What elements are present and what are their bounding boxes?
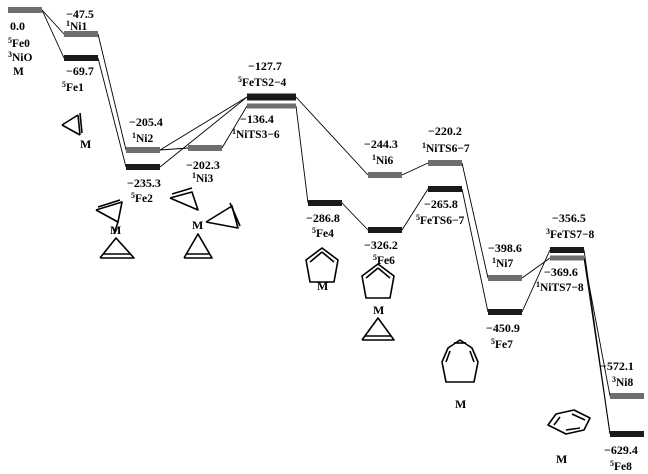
name-Fe1: 5Fe1 [62,80,84,94]
name-Fe6: 5Fe6 [373,253,395,267]
value-FeTS2-4: −127.7 [248,59,282,73]
connector [41,9,65,35]
metallacyclopentadiene-icon: M [305,247,339,293]
value-FeTS6-7: −265.8 [424,197,458,211]
metal-label: M [317,279,328,293]
connector [295,96,369,176]
value-Ni2: −205.4 [129,115,163,129]
metal-label: M [455,397,466,411]
metallacycle-acetylene-icon: M [361,263,395,341]
value-Ni3: −202.3 [186,158,220,172]
name-FeTS7-8: 3FeTS7−8 [546,227,594,241]
value-Fe1: −69.7 [66,64,94,78]
name-Ni7: 1Ni7 [492,256,514,270]
connector [41,9,65,59]
value-NiTS3-6: −136.4 [240,112,274,126]
connector [221,105,248,149]
value-Ni7: −398.6 [488,241,522,255]
molecule-structures: M M M M [61,112,591,466]
level-labels: 0.0 5Fe0 3NiO M −47.5 1Ni1 −69.7 5Fe1 −2… [8,7,638,473]
connector [159,96,248,151]
connector [461,162,489,279]
name-Ni3: 1Ni3 [192,171,214,185]
value-Ni1: −47.5 [66,7,94,21]
name-Ni1: 1Ni1 [66,19,88,33]
connector [97,57,127,168]
connector [401,162,429,176]
metal-label: M [192,218,203,232]
name-Fe4: 5Fe4 [312,226,334,240]
value-Fe8: −629.4 [604,443,638,457]
name-NiTS3-6: 1NiTS3−6 [232,127,280,141]
benzene-icon: M [547,409,591,466]
connector [583,257,611,435]
connector [159,96,248,168]
value-FeTS7-8: −356.5 [552,211,586,225]
acetylene-complex-icon: M [61,112,91,151]
connector [295,105,309,204]
connector [461,188,489,313]
value-Fe2: −235.3 [127,176,161,190]
metallacycloheptatriene-icon: M [441,339,479,411]
tris-acetylene-complex-icon: M [169,187,241,259]
name-NiTS7-8: 1NiTS7−8 [536,280,584,294]
energy-levels [8,7,644,437]
name-NiO: 3NiO [8,50,33,64]
connector [521,249,551,313]
value-Fe0: 0.0 [10,19,25,33]
value-Fe7: −450.9 [486,321,520,335]
name-NiTS6-7: 1NiTS6−7 [422,141,470,155]
value-Fe6: −326.2 [364,238,398,252]
value-NiTS7-8: −369.6 [544,265,578,279]
bis-acetylene-complex-icon: M [95,199,135,259]
name-Fe7: 5Fe7 [491,337,513,351]
metal-tag-Fe0: M [13,66,24,78]
connector [97,33,127,151]
name-FeTS6-7: 5FeTS6−7 [416,213,464,227]
name-Ni2: 1Ni2 [132,131,154,145]
name-Ni8: 3Ni8 [612,375,634,389]
metal-label: M [80,137,91,151]
value-Ni6: −244.3 [364,137,398,151]
value-Fe4: −286.8 [306,211,340,225]
metal-label: M [110,223,121,237]
value-Ni8: −572.1 [600,359,634,373]
name-Ni6: 1Ni6 [372,153,394,167]
name-Fe2: 5Fe2 [131,191,153,205]
name-Fe8: 5Fe8 [610,459,632,473]
value-NiTS6-7: −220.2 [428,124,462,138]
connector [401,188,429,231]
name-Fe0: 5Fe0 [8,36,30,50]
connector [341,202,369,231]
name-FeTS2-4: 5FeTS2−4 [238,75,286,89]
connector-lines [41,9,611,435]
metal-label: M [556,452,567,466]
metal-label: M [373,303,384,317]
